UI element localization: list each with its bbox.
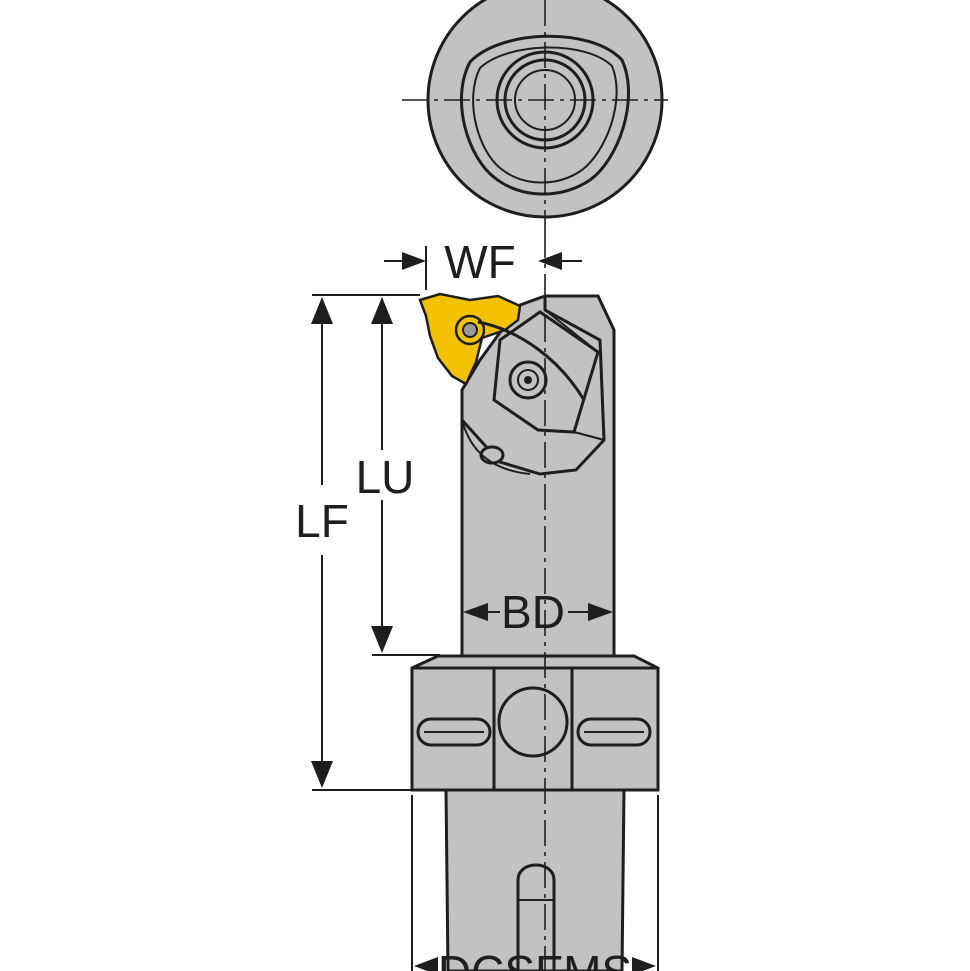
dcsfms-arrow-right <box>632 957 656 971</box>
lu-label: LU <box>356 451 415 503</box>
wf-label: WF <box>444 236 516 288</box>
end-view-polygon-profile <box>460 34 631 196</box>
clamp-screw-outer <box>508 360 548 400</box>
wf-arrow-left <box>402 252 426 270</box>
side-view <box>410 232 660 971</box>
dcsfms-label: DCSFMS <box>438 946 632 971</box>
clamp-screw-inner <box>517 369 539 391</box>
clamp-edge-a <box>544 309 599 353</box>
dimension-lu: LU <box>356 297 440 656</box>
end-view-polygon-inner <box>472 46 618 184</box>
flange-center-hole <box>497 686 569 758</box>
clamp-screw-head <box>524 376 532 384</box>
insert-lever <box>477 320 586 401</box>
dimension-bd: BD <box>463 586 613 638</box>
lu-arrow-top <box>371 297 393 324</box>
bd-arrow-right <box>588 603 613 621</box>
dimension-lf: LF <box>295 294 420 791</box>
taper-shank <box>444 788 626 971</box>
bd-label: BD <box>501 586 565 638</box>
clamp-edge-b <box>573 431 605 441</box>
coolant-hole <box>479 445 505 465</box>
lf-arrow-top <box>311 297 333 324</box>
bd-arrow-left <box>463 603 488 621</box>
body-contour-line <box>461 419 531 475</box>
lu-arrow-bottom <box>371 626 393 653</box>
insert-screw-inner <box>462 322 478 338</box>
dimension-wf: WF <box>384 236 582 290</box>
end-view <box>402 0 668 232</box>
insert-pocket <box>460 296 606 476</box>
shank-key-slot <box>516 863 556 971</box>
dimension-dcsfms: DCSFMS <box>411 795 659 971</box>
wf-arrow-right <box>538 252 562 270</box>
lf-label: LF <box>295 495 349 547</box>
dcsfms-arrow-left <box>414 957 438 971</box>
lf-arrow-bottom <box>311 761 333 788</box>
